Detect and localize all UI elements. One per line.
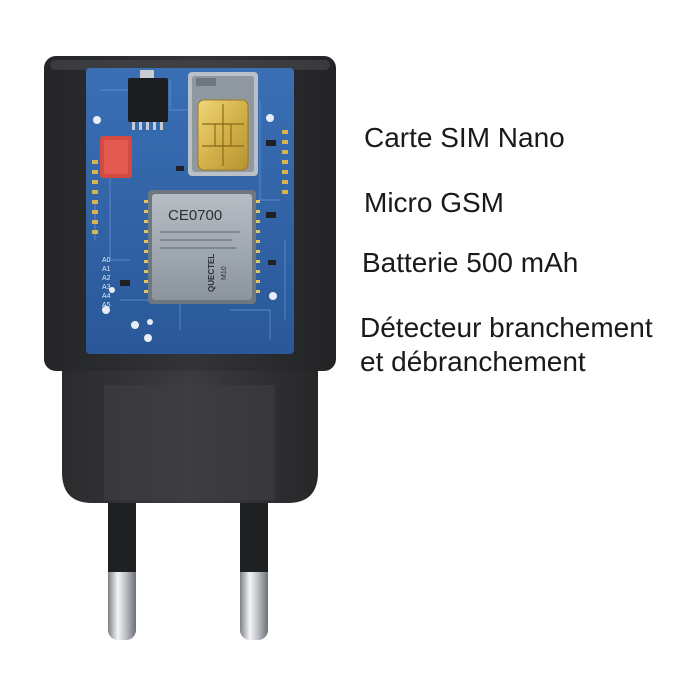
feature-sim-card-label: Carte SIM Nano bbox=[364, 122, 565, 153]
pin-label: A2 bbox=[102, 275, 111, 282]
module-brand-label: QUECTEL bbox=[207, 254, 216, 292]
plug-base bbox=[62, 365, 318, 503]
pin-label: A4 bbox=[102, 293, 111, 300]
module-model-label: M10 bbox=[221, 266, 228, 280]
sim-card-slot bbox=[188, 72, 258, 176]
feature-battery-label: Batterie 500 mAh bbox=[362, 247, 579, 278]
feature-plug-detector-line1: Détecteur branchement bbox=[360, 312, 653, 343]
feature-gsm-label: Micro GSM bbox=[364, 187, 504, 218]
feature-plug-detector-label: Détecteur branchement et débranchement bbox=[360, 311, 653, 379]
voltage-regulator-chip bbox=[128, 70, 168, 130]
feature-plug-detector-line2: et débranchement bbox=[360, 346, 586, 377]
plug-prongs bbox=[108, 500, 268, 640]
pin-label: A5 bbox=[102, 302, 111, 309]
battery-component bbox=[100, 136, 132, 178]
pin-label: A1 bbox=[102, 266, 111, 273]
pin-label: A0 bbox=[102, 257, 111, 264]
pin-label: A3 bbox=[102, 284, 111, 291]
ce-mark-label: CE0700 bbox=[168, 207, 222, 224]
gsm-module: CE0700 QUECTEL M10 bbox=[144, 190, 260, 304]
